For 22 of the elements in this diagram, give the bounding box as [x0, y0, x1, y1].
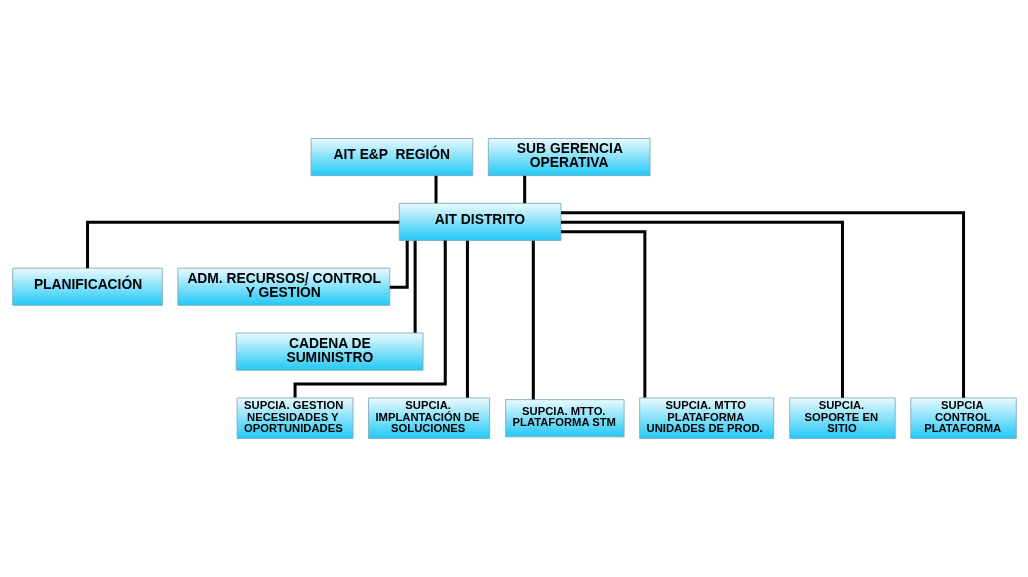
node-box: AIT E&P REGIÓN	[310, 138, 473, 177]
connector	[522, 175, 526, 204]
connector	[560, 230, 646, 398]
connector	[413, 240, 417, 333]
connector	[560, 220, 844, 398]
connector	[434, 175, 438, 204]
node-box: ADM. RECURSOS/ CONTROL Y GESTIÓN	[176, 267, 390, 306]
node-box: SUPCIA. IMPLANTACIÓN DE SOLUCIONES	[367, 397, 490, 439]
node-box: PLANIFICACIÓN	[11, 267, 163, 306]
node-box: AIT DISTRITO	[398, 202, 561, 241]
node-box: SUPCIA. MTTO PLATAFORMA UNIDADES DE PROD.	[638, 397, 774, 439]
connector	[531, 240, 535, 400]
connector	[293, 240, 447, 398]
node-box: CADENA DE SUMINISTRO	[235, 332, 423, 371]
node-box: SUPCIA. GESTION NECESIDADES Y OPORTUNIDADES	[236, 397, 353, 439]
node-box: SUPCIA. SOPORTE EN SITIO	[788, 397, 896, 439]
connector	[465, 240, 469, 398]
connector	[560, 211, 965, 398]
node-box: SUPCIA CONTROL PLATAFORMA	[909, 397, 1017, 439]
node-box: SUB GERENCIA OPERATIVA	[487, 138, 650, 177]
connector	[85, 220, 399, 269]
node-box: SUPCIA. MTTO. PLATAFORMA STM	[504, 399, 625, 438]
